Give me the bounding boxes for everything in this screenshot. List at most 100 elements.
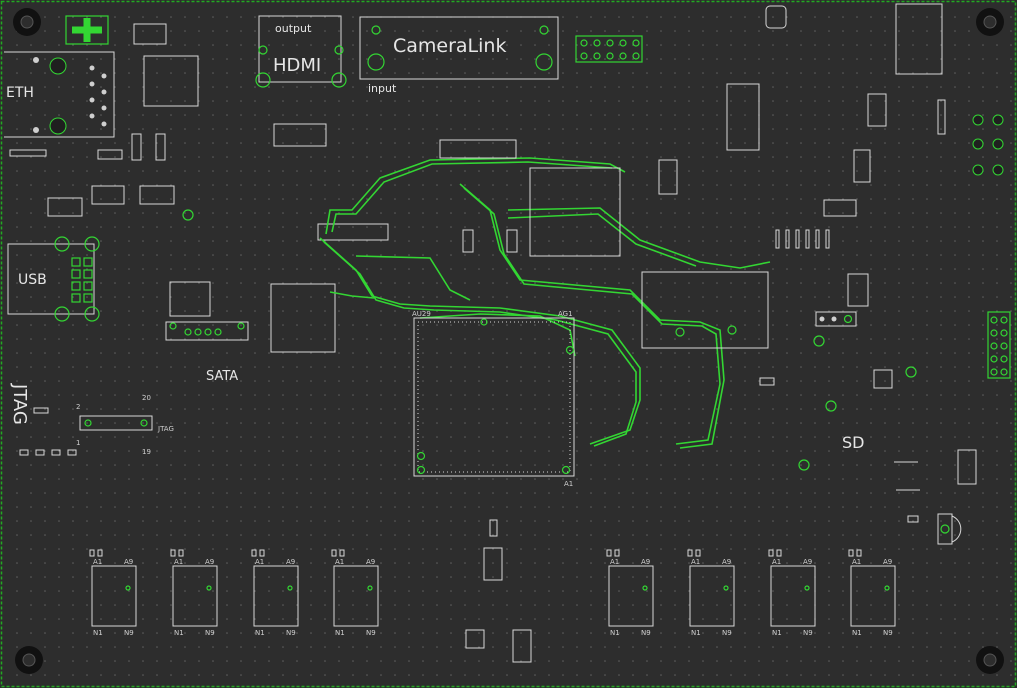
pad-icon	[727, 325, 737, 335]
chip	[529, 167, 621, 257]
dram-pin-label: A1	[93, 558, 102, 566]
dram-pin-label: A9	[366, 558, 375, 566]
component	[155, 133, 166, 161]
component	[465, 629, 485, 649]
component	[273, 123, 327, 147]
sd-card-slot: SD	[842, 433, 977, 545]
pad-icon	[884, 585, 890, 591]
hdmi-connector: output HDMI	[255, 15, 347, 88]
eth-label: ETH	[6, 85, 34, 101]
component	[765, 5, 787, 29]
component	[658, 159, 678, 195]
chip	[641, 271, 769, 349]
resistor-array	[775, 229, 830, 249]
cameralink-connector: CameraLink input	[359, 16, 559, 95]
component	[439, 139, 517, 159]
component	[895, 3, 943, 75]
dram-pin-label: A9	[722, 558, 731, 566]
copper-traces	[319, 157, 771, 449]
hdmi-sub-label: output	[275, 22, 312, 35]
dram-pin-label: N1	[174, 629, 184, 637]
dram-pin-label: N1	[691, 629, 701, 637]
sd-label: SD	[842, 433, 864, 452]
component	[823, 199, 857, 217]
mount-pads-right	[972, 114, 1004, 176]
pad-icon	[367, 585, 373, 591]
dram-pin-label: N1	[93, 629, 103, 637]
jtag-label: JTAG	[9, 383, 30, 425]
dram-pin-label: A9	[803, 558, 812, 566]
mounting-hole-icon	[15, 646, 43, 674]
component	[317, 223, 389, 241]
component	[512, 629, 532, 663]
component	[853, 149, 871, 183]
mounting-hole-icon	[13, 8, 41, 36]
mounting-hole-icon	[976, 646, 1004, 674]
dram-pin-label: N1	[255, 629, 265, 637]
component	[97, 149, 123, 160]
dram-pin-label: A1	[255, 558, 264, 566]
via-field	[4, 4, 1013, 684]
pad-icon	[206, 585, 212, 591]
component	[759, 377, 775, 386]
fpga-corner-tl: AU29	[412, 310, 431, 318]
dram-pin-label: A9	[883, 558, 892, 566]
component	[937, 99, 946, 135]
component	[489, 519, 498, 537]
usb-label: USB	[18, 272, 47, 288]
dram-pin-label: A1	[174, 558, 183, 566]
dram-pin-label: A1	[691, 558, 700, 566]
component	[139, 185, 175, 205]
component	[9, 149, 47, 157]
jtag-small-label: JTAG	[157, 425, 174, 433]
jtag-connector: JTAG 2 20 1 19 JTAG	[9, 383, 174, 456]
jtag-pin-2: 2	[76, 403, 80, 411]
dram-pin-label: A1	[610, 558, 619, 566]
mounting-hole-icon	[976, 8, 1004, 36]
dram-pin-label: N9	[286, 629, 296, 637]
pad-icon	[125, 585, 131, 591]
component	[483, 547, 503, 581]
pad-icon	[804, 585, 810, 591]
pad-icon	[825, 400, 837, 412]
dram-pin-label: A1	[852, 558, 861, 566]
dram-pin-label: A1	[772, 558, 781, 566]
chip	[270, 283, 336, 353]
pad-icon	[798, 459, 810, 471]
component	[91, 185, 125, 205]
cameralink-sub-label: input	[368, 82, 397, 95]
power-connector	[65, 15, 109, 45]
chip	[726, 83, 760, 151]
dram-pin-label: N1	[610, 629, 620, 637]
dram-pin-label: N9	[366, 629, 376, 637]
ethernet-jack: ETH	[4, 51, 115, 138]
pad-icon	[182, 209, 194, 221]
cameralink-label: CameraLink	[393, 35, 506, 57]
component	[462, 229, 474, 253]
pad-icon	[905, 366, 917, 378]
fpga-corner-br: A1	[564, 480, 573, 488]
jumper	[815, 311, 857, 327]
chip-phy	[143, 55, 199, 107]
component	[506, 229, 518, 253]
dram-pin-label: A1	[335, 558, 344, 566]
dram-pin-label: N1	[852, 629, 862, 637]
jtag-pin-20: 20	[142, 394, 151, 402]
dram-pin-label: N9	[205, 629, 215, 637]
pin-header-right	[987, 311, 1011, 379]
dram-pin-label: N9	[883, 629, 893, 637]
dram-pin-label: N9	[124, 629, 134, 637]
component	[867, 93, 887, 127]
pin-header	[575, 35, 643, 63]
component	[873, 369, 893, 389]
fpga-chip: AU29 AG1 A1	[412, 310, 575, 488]
hdmi-label: HDMI	[273, 55, 321, 76]
component	[47, 197, 83, 217]
